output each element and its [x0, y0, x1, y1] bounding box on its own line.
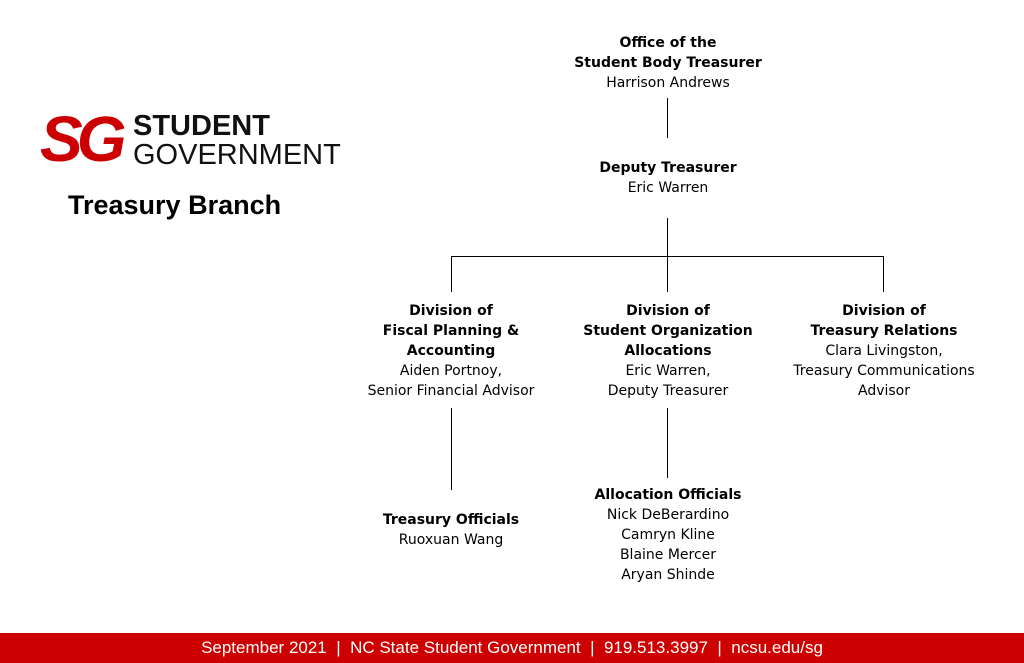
node-deputy-treasurer: Deputy Treasurer Eric Warren [599, 158, 736, 198]
node-person: Eric Warren, [625, 363, 711, 379]
node-student-body-treasurer: Office of the Student Body Treasurer Har… [574, 33, 762, 93]
logo-line-1: STUDENT [133, 110, 270, 142]
node-title: Student Organization [583, 323, 753, 339]
student-government-logo: SG STUDENT GOVERNMENT [40, 103, 341, 175]
logo-mark: SG [40, 103, 127, 175]
node-title: Office of the [619, 35, 717, 51]
node-title: Division of [409, 303, 493, 319]
logo-wordmark: STUDENT GOVERNMENT [133, 112, 341, 170]
node-person: Ruoxuan Wang [398, 532, 504, 548]
node-person: Aiden Portnoy, [399, 363, 503, 379]
node-title: Treasury Officials [382, 512, 520, 528]
node-person: Clara Livingston, [825, 343, 943, 359]
node-title: Allocation Officials [594, 487, 742, 503]
node-title: Accounting [406, 343, 496, 359]
node-title: Deputy Treasurer [599, 160, 737, 176]
connector-bus-relations [883, 256, 884, 292]
connector-fiscal-officials [451, 408, 452, 490]
node-person: Eric Warren [627, 180, 709, 196]
node-division-fiscal-planning: Division of Fiscal Planning & Accounting… [368, 301, 535, 401]
node-person: Advisor [857, 383, 910, 399]
member-name: Blaine Mercer [619, 547, 717, 563]
connector-bus-allocations [667, 256, 668, 292]
node-division-student-org-allocations: Division of Student Organization Allocat… [583, 301, 753, 401]
node-person: Treasury Communications [793, 363, 975, 379]
node-person: Deputy Treasurer [607, 383, 729, 399]
member-name: Aryan Shinde [621, 567, 715, 583]
node-person: Senior Financial Advisor [367, 383, 535, 399]
member-name: Camryn Kline [621, 527, 715, 543]
connector-treasurer-deputy [667, 98, 668, 138]
node-person: Harrison Andrews [606, 75, 730, 91]
footer-bar: September 2021 | NC State Student Govern… [0, 633, 1024, 663]
member-name: Nick DeBerardino [606, 507, 730, 523]
node-title: Division of [626, 303, 710, 319]
node-title: Fiscal Planning & [382, 323, 520, 339]
node-title: Division of [842, 303, 926, 319]
footer-text: September 2021 | NC State Student Govern… [201, 638, 823, 657]
connector-allocations-officials [667, 408, 668, 478]
node-division-treasury-relations: Division of Treasury Relations Clara Liv… [793, 301, 974, 401]
connector-bus-fiscal [451, 256, 452, 292]
branch-title: Treasury Branch [68, 190, 282, 220]
node-treasury-officials: Treasury Officials Ruoxuan Wang [383, 510, 519, 550]
node-title: Allocations [624, 343, 712, 359]
connector-deputy-bus [667, 218, 668, 256]
node-title: Student Body Treasurer [574, 55, 762, 71]
node-title: Treasury Relations [810, 323, 958, 339]
node-allocation-officials: Allocation Officials Nick DeBerardino Ca… [595, 485, 742, 585]
logo-line-2: GOVERNMENT [133, 139, 341, 171]
